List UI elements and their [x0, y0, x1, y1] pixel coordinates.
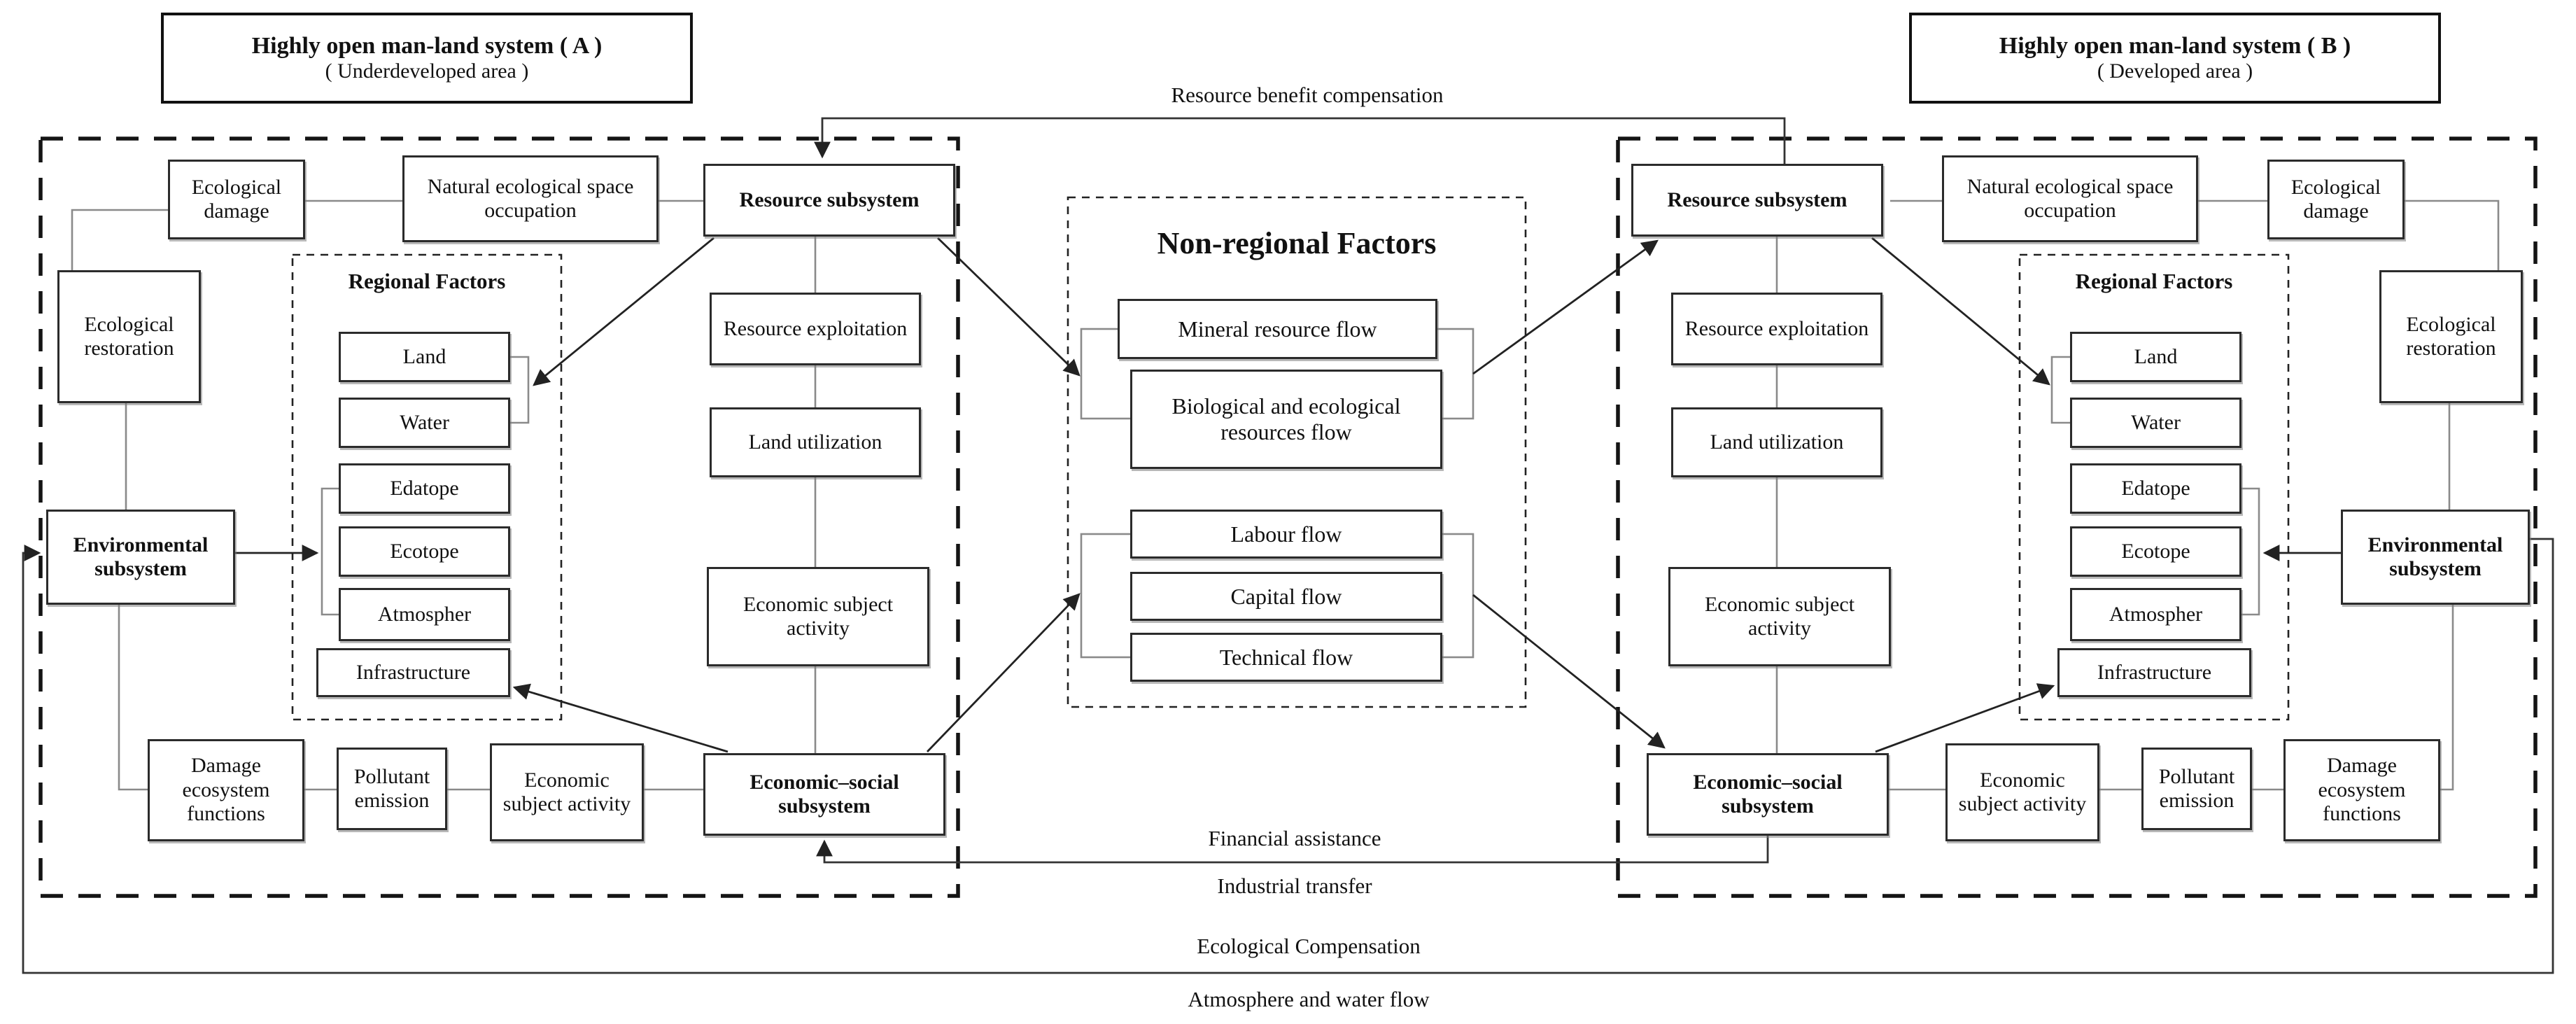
resource-exploitation-a-box: Resource exploitation: [710, 293, 921, 365]
ecological-damage-b-box: Ecological damage: [2267, 160, 2405, 239]
title-b-line1: Highly open man-land system ( B ): [1999, 33, 2351, 59]
atmospher-b-box: Atmospher: [2070, 588, 2241, 641]
resource-benefit-compensation-line: [814, 117, 1786, 164]
resource-b-to-landwater-arrow: [1871, 237, 2050, 386]
exchange-lines: [22, 117, 2554, 974]
land-utilization-b-box: Land utilization: [1671, 407, 1882, 477]
system-b-border: [1616, 136, 2538, 898]
financial-assistance-line: [816, 836, 1769, 864]
regional-factors-b-frame: [2018, 253, 2290, 721]
regional-factors-b-title: Regional Factors: [2075, 269, 2233, 293]
ecotope-b-box: Ecotope: [2070, 526, 2241, 577]
internal-arrows: [235, 237, 2341, 753]
dashed-frames: [291, 196, 2290, 721]
ecological-restoration-b-box: Ecological restoration: [2379, 270, 2523, 403]
technical-flow-box: Technical flow: [1130, 633, 1442, 682]
land-b-box: Land: [2070, 332, 2241, 382]
land-a-box: Land: [339, 332, 510, 382]
regional-factors-a-title: Regional Factors: [348, 269, 506, 293]
environmental-subsystem-b-box: Environmental subsystem: [2341, 510, 2530, 605]
humanflows-to-econsocial-b-arrow: [1472, 594, 1666, 749]
edatope-a-box: Edatope: [339, 463, 510, 514]
mineral-resource-flow-box: Mineral resource flow: [1118, 299, 1437, 359]
economic-subject-activity-bottom-a-box: Economic subject activity: [490, 743, 644, 841]
ecological-restoration-a-box: Ecological restoration: [57, 270, 201, 403]
labour-flow-box: Labour flow: [1130, 510, 1442, 559]
system-a-border: [38, 136, 960, 898]
resource-subsystem-b-box: Resource subsystem: [1631, 164, 1883, 237]
infrastructure-b-box: Infrastructure: [2057, 648, 2251, 697]
resource-a-to-landwater-arrow: [533, 237, 715, 386]
ecotope-a-box: Ecotope: [339, 526, 510, 577]
resource-exploitation-b-box: Resource exploitation: [1671, 293, 1882, 365]
economic-subject-activity-mid-b-box: Economic subject activity: [1668, 567, 1891, 666]
ecological-compensation-line: [22, 538, 2554, 974]
capital-flow-box: Capital flow: [1130, 572, 1442, 621]
ecological-damage-a-box: Ecological damage: [168, 160, 305, 239]
label-ecological-compensation: Ecological Compensation: [1197, 934, 1421, 958]
label-financial-assistance: Financial assistance: [1208, 826, 1381, 850]
econsocial-a-to-humanflows-arrow: [926, 593, 1081, 752]
pollutant-emission-a-box: Pollutant emission: [337, 748, 447, 830]
atmospher-a-box: Atmospher: [339, 588, 510, 641]
econsocial-a-to-infrastructure-arrow: [512, 683, 729, 753]
pollutant-emission-b-box: Pollutant emission: [2141, 748, 2252, 830]
water-a-box: Water: [339, 398, 510, 448]
natural-ecological-space-occupation-a-box: Natural ecological space occupation: [402, 155, 659, 242]
damage-ecosystem-functions-a-box: Damage ecosystem functions: [148, 739, 304, 841]
economic-subject-activity-mid-a-box: Economic subject activity: [707, 567, 929, 666]
title-box-system-a: Highly open man-land system ( A ) ( Unde…: [161, 13, 693, 104]
economic-subject-activity-bottom-b-box: Economic subject activity: [1945, 743, 2099, 841]
resource-subsystem-a-box: Resource subsystem: [703, 164, 955, 237]
title-b-line2: ( Developed area ): [2097, 59, 2253, 83]
biological-ecological-flow-box: Biological and ecological resources flow: [1130, 370, 1442, 469]
damage-ecosystem-functions-b-box: Damage ecosystem functions: [2283, 739, 2440, 841]
system-borders: [38, 136, 2538, 898]
resource-a-to-resourceflows-arrow: [937, 237, 1081, 377]
economic-social-subsystem-a-box: Economic–social subsystem: [703, 753, 945, 836]
resourceflows-to-resource-b-arrow: [1472, 239, 1659, 375]
label-atmosphere-water-flow: Atmosphere and water flow: [1188, 987, 1430, 1011]
title-a-line2: ( Underdeveloped area ): [325, 59, 529, 83]
water-b-box: Water: [2070, 398, 2241, 448]
econsocial-b-to-infrastructure-arrow: [1875, 683, 2055, 753]
non-regional-frame: [1067, 196, 1527, 708]
edatope-b-box: Edatope: [2070, 463, 2241, 514]
economic-social-subsystem-b-box: Economic–social subsystem: [1647, 753, 1889, 836]
land-utilization-a-box: Land utilization: [710, 407, 921, 477]
infrastructure-a-box: Infrastructure: [316, 648, 510, 697]
label-resource-benefit-compensation: Resource benefit compensation: [1171, 83, 1444, 107]
environmental-subsystem-a-box: Environmental subsystem: [46, 510, 235, 605]
title-a-line1: Highly open man-land system ( A ): [251, 33, 603, 59]
regional-factors-a-frame: [291, 253, 563, 721]
label-industrial-transfer: Industrial transfer: [1217, 874, 1372, 898]
non-regional-factors-title: Non-regional Factors: [1157, 226, 1437, 260]
title-box-system-b: Highly open man-land system ( B ) ( Deve…: [1909, 13, 2441, 104]
natural-ecological-space-occupation-b-box: Natural ecological space occupation: [1942, 155, 2198, 242]
